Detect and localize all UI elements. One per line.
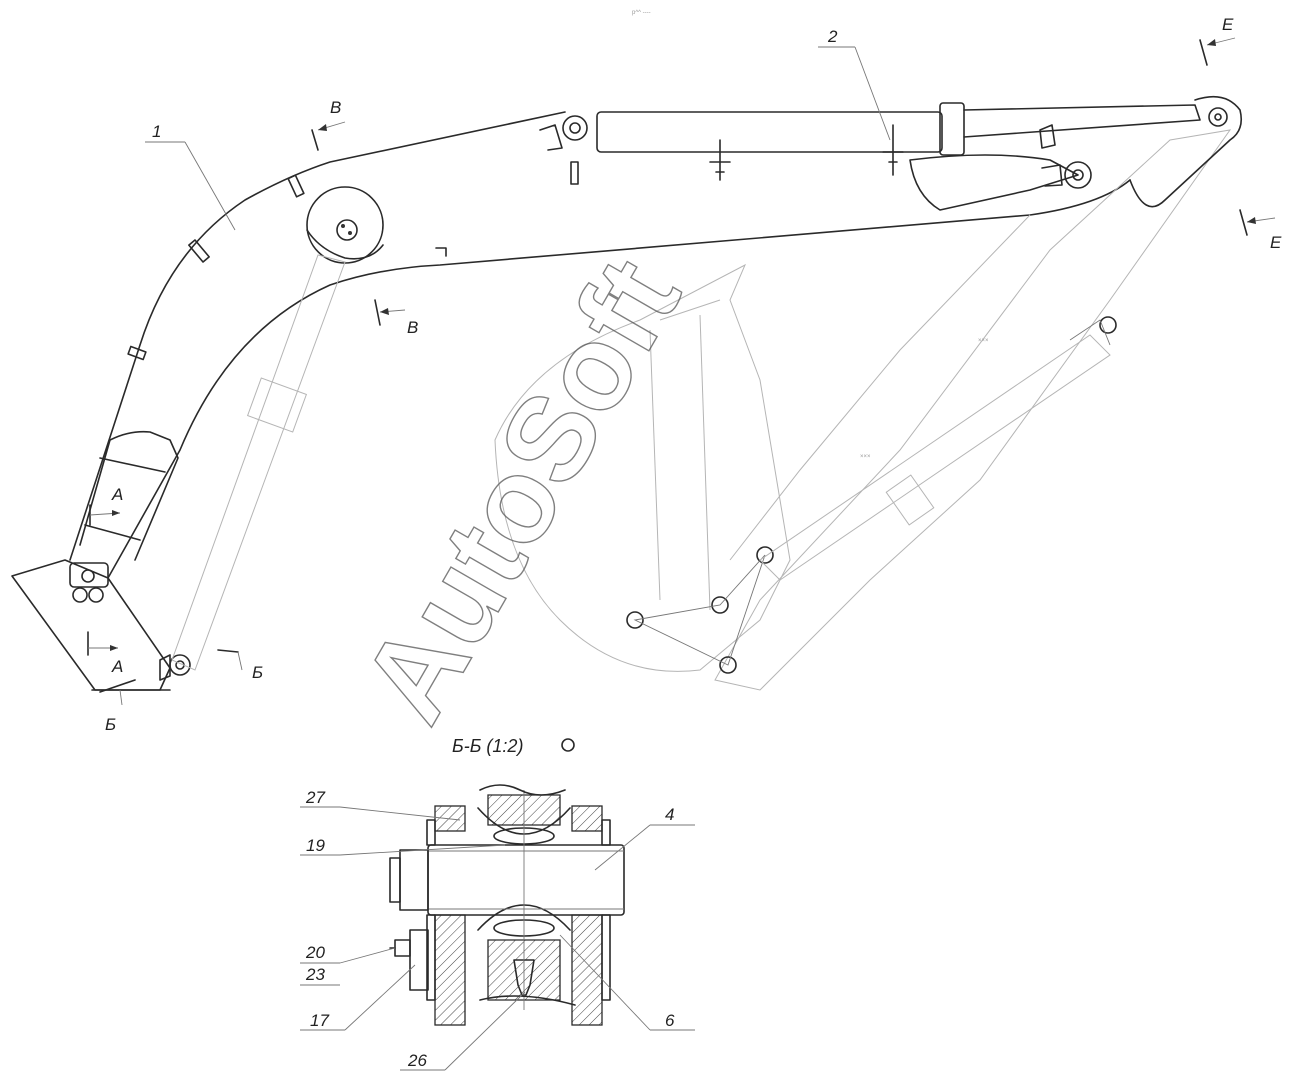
section-title: Б-Б (1:2) — [452, 736, 523, 756]
callout-2: 2 — [827, 27, 838, 46]
callout-23: 23 — [305, 965, 325, 984]
section-mark-v-bottom: В — [407, 318, 418, 337]
callout-19: 19 — [306, 836, 325, 855]
svg-text:×××: ××× — [860, 454, 871, 460]
callout-26: 26 — [407, 1051, 427, 1070]
section-mark-e-right: Е — [1270, 233, 1282, 252]
section-b-b-view — [389, 784, 625, 1026]
callout-27: 27 — [305, 788, 325, 807]
top-mark: p^^ ---- — [632, 10, 651, 16]
section-mark-a-top: А — [111, 485, 123, 504]
section-mark-a-bottom: А — [111, 657, 123, 676]
rough-surface-symbol — [561, 738, 575, 752]
section-mark-b-left: Б — [105, 715, 116, 734]
callouts-section: 27 19 4 20 23 17 6 26 — [300, 788, 695, 1071]
callout-17: 17 — [310, 1011, 329, 1030]
section-mark-e-top: Е — [1222, 15, 1234, 34]
callout-6: 6 — [665, 1011, 675, 1030]
callouts-upper: 1 2 — [145, 27, 891, 231]
callout-4: 4 — [665, 805, 674, 824]
stick-head — [1129, 95, 1243, 208]
section-mark-v-top: В — [330, 98, 341, 117]
section-markers: А А Б Б В В Е Е — [87, 15, 1282, 734]
boom-cylinder — [171, 254, 346, 671]
callout-20: 20 — [305, 943, 325, 962]
arm-cylinder — [539, 102, 1201, 211]
boom-body — [11, 111, 1131, 691]
svg-text:×××: ××× — [978, 338, 989, 344]
section-mark-b-right: Б — [252, 663, 263, 682]
watermark-text: AutoSoft — [336, 237, 705, 743]
callout-1: 1 — [152, 122, 161, 141]
stick-arm: ××× ××× — [494, 129, 1232, 691]
